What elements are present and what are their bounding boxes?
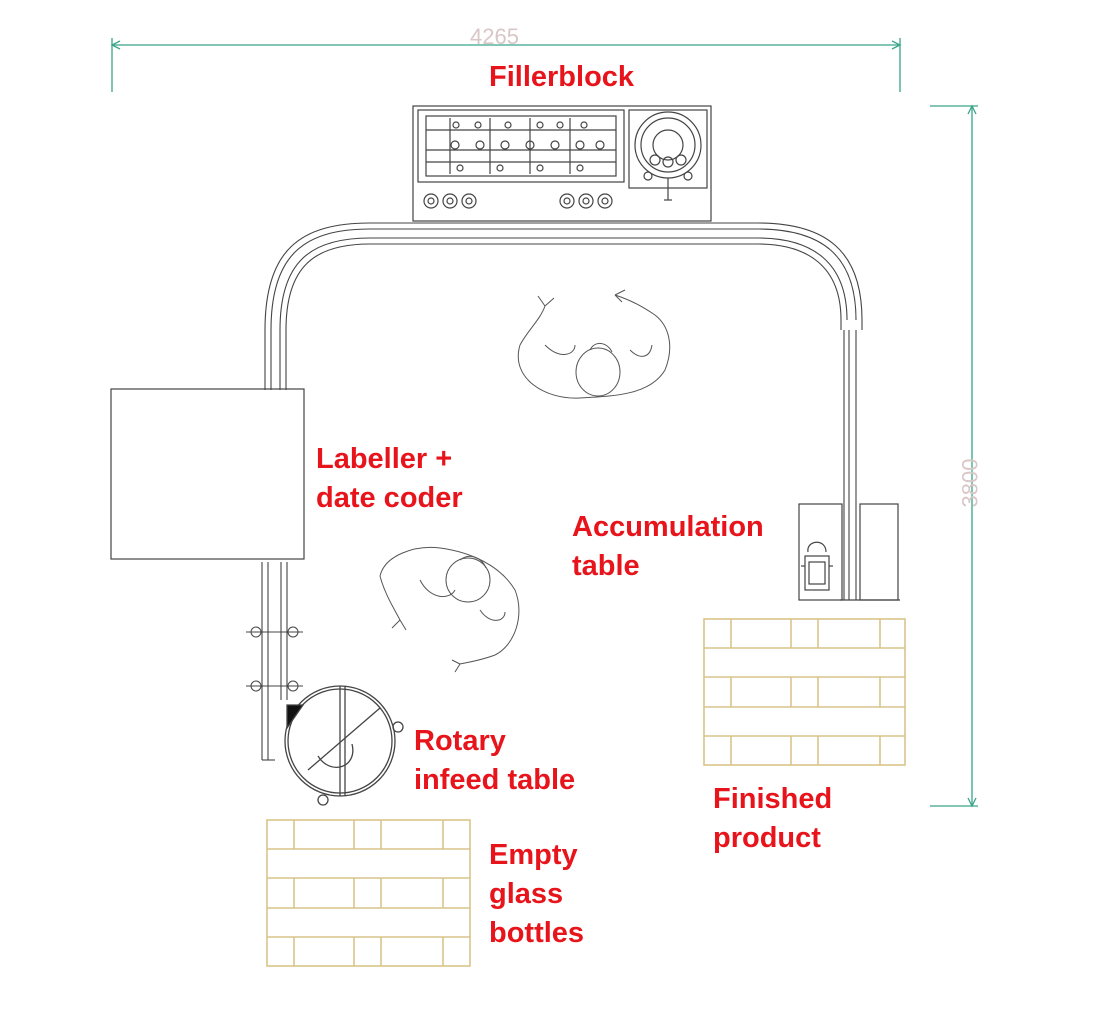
labeller-label-line2: date coder bbox=[316, 482, 463, 514]
conveyor-fittings bbox=[246, 626, 303, 692]
accumulation-table bbox=[798, 503, 900, 601]
empty-label-line3: bottles bbox=[489, 917, 585, 949]
empty-label-line1: Empty bbox=[489, 839, 578, 871]
rotary-label-line1: Rotary bbox=[414, 725, 506, 757]
operator-figure-middle bbox=[379, 546, 520, 673]
width-dimension-label: 4265 bbox=[470, 24, 519, 49]
conveyor bbox=[261, 222, 863, 761]
pallet-finished-product bbox=[703, 618, 906, 766]
labeller-machine bbox=[110, 388, 305, 560]
operator-figure-top bbox=[517, 289, 671, 399]
rotary-infeed-table bbox=[284, 685, 404, 806]
empty-label-line2: glass bbox=[489, 878, 564, 910]
labeller-label-line1: Labeller + bbox=[316, 443, 453, 475]
accumulation-label-line1: Accumulation bbox=[572, 511, 764, 543]
height-dimension bbox=[930, 104, 978, 808]
finished-label-line2: product bbox=[713, 822, 821, 854]
accumulation-label-line2: table bbox=[572, 550, 640, 582]
finished-label-line1: Finished bbox=[713, 783, 833, 815]
pallet-empty-bottles bbox=[266, 819, 471, 967]
height-dimension-label: 3800 bbox=[957, 458, 983, 508]
width-dimension bbox=[110, 38, 902, 92]
rotary-label-line2: infeed table bbox=[414, 764, 576, 796]
fillerblock-machine bbox=[412, 105, 712, 222]
fillerblock-label: Fillerblock bbox=[489, 61, 635, 93]
